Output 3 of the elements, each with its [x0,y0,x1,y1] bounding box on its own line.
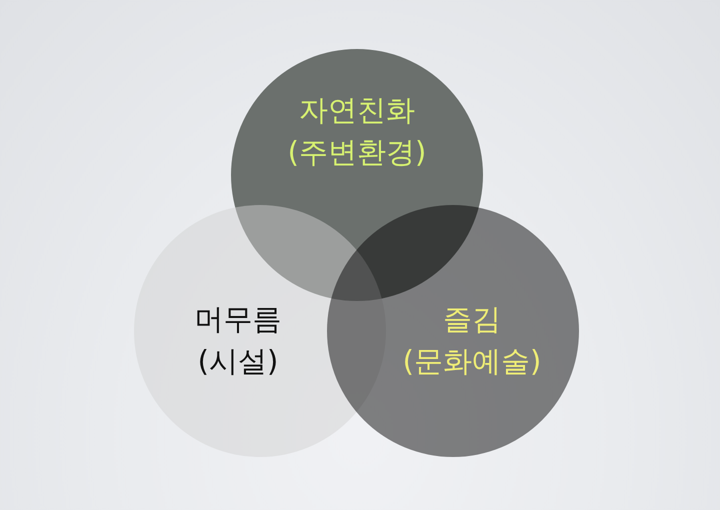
circle-label: 머무름 (시설) [194,301,282,380]
circle-label: 자연친화 (주변환경) [288,92,426,171]
circle-label: 즐김 (문화예술) [402,301,542,380]
